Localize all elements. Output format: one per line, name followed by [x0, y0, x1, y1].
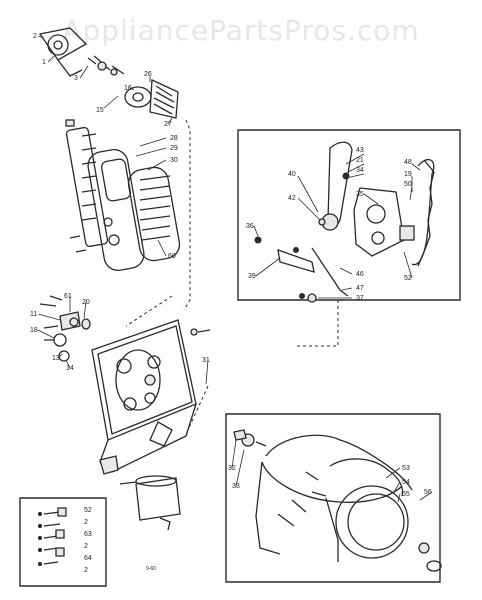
drum-assembly — [225, 413, 442, 583]
rear-bulkhead — [91, 319, 209, 475]
motor-detail-box — [237, 129, 461, 347]
callout-34: 34 — [356, 167, 364, 174]
callout-1: 1 — [42, 59, 46, 66]
callout-29: 29 — [170, 145, 178, 152]
left-hardware-cluster — [39, 295, 211, 362]
callout-18: 18 — [30, 327, 38, 334]
callout-31: 31 — [202, 357, 210, 364]
callout-42: 42 — [288, 195, 296, 202]
callout-2-box-c: 2 — [84, 567, 88, 574]
fastener-detail-box — [19, 497, 107, 587]
callout-2-box-b: 2 — [84, 543, 88, 550]
lint-duct-assembly — [65, 119, 181, 271]
callout-32: 32 — [228, 465, 236, 472]
callout-27: 27 — [164, 121, 172, 128]
callout-13: 13 — [52, 355, 60, 362]
callout-30: 30 — [170, 157, 178, 164]
callout-55: 55 — [402, 491, 410, 498]
callout-39: 39 — [248, 273, 256, 280]
callout-60: 60 — [168, 253, 176, 260]
motor-can — [119, 475, 181, 531]
callout-56: 56 — [424, 489, 432, 496]
callout-52-motor: 52 — [404, 275, 412, 282]
callout-46: 46 — [356, 271, 364, 278]
callout-11: 11 — [30, 311, 37, 318]
blower-assembly — [38, 27, 191, 311]
footer-code: 9-60 — [146, 566, 156, 572]
callout-labels: 2 1 3 15 16 26 27 28 29 30 60 36 43 21 3… — [30, 33, 432, 574]
callout-54: 54 — [402, 479, 410, 486]
callout-64: 64 — [84, 555, 92, 562]
callout-19: 19 — [404, 171, 412, 178]
callout-47: 47 — [356, 285, 364, 292]
callout-3: 3 — [74, 75, 78, 82]
callout-26: 26 — [144, 71, 152, 78]
callout-14: 14 — [66, 365, 74, 372]
callout-52-box: 52 — [84, 507, 92, 514]
callout-33: 33 — [232, 483, 240, 490]
callout-50: 50 — [404, 181, 412, 188]
callout-48: 48 — [404, 159, 412, 166]
leader-lines — [37, 35, 433, 503]
callout-28: 28 — [170, 135, 178, 142]
callout-53: 53 — [402, 465, 410, 472]
callout-37: 37 — [356, 295, 364, 302]
callout-40: 40 — [288, 171, 296, 178]
callout-35: 35 — [356, 191, 364, 198]
callout-21: 21 — [356, 157, 364, 164]
callout-43: 43 — [356, 147, 364, 154]
callout-16: 16 — [124, 85, 132, 92]
callout-2-box-a: 2 — [84, 519, 88, 526]
callout-36: 36 — [246, 223, 254, 230]
callout-2-top: 2 — [33, 33, 37, 40]
callout-63: 63 — [84, 531, 92, 538]
callout-61: 61 — [64, 293, 72, 300]
callout-15: 15 — [96, 107, 104, 114]
